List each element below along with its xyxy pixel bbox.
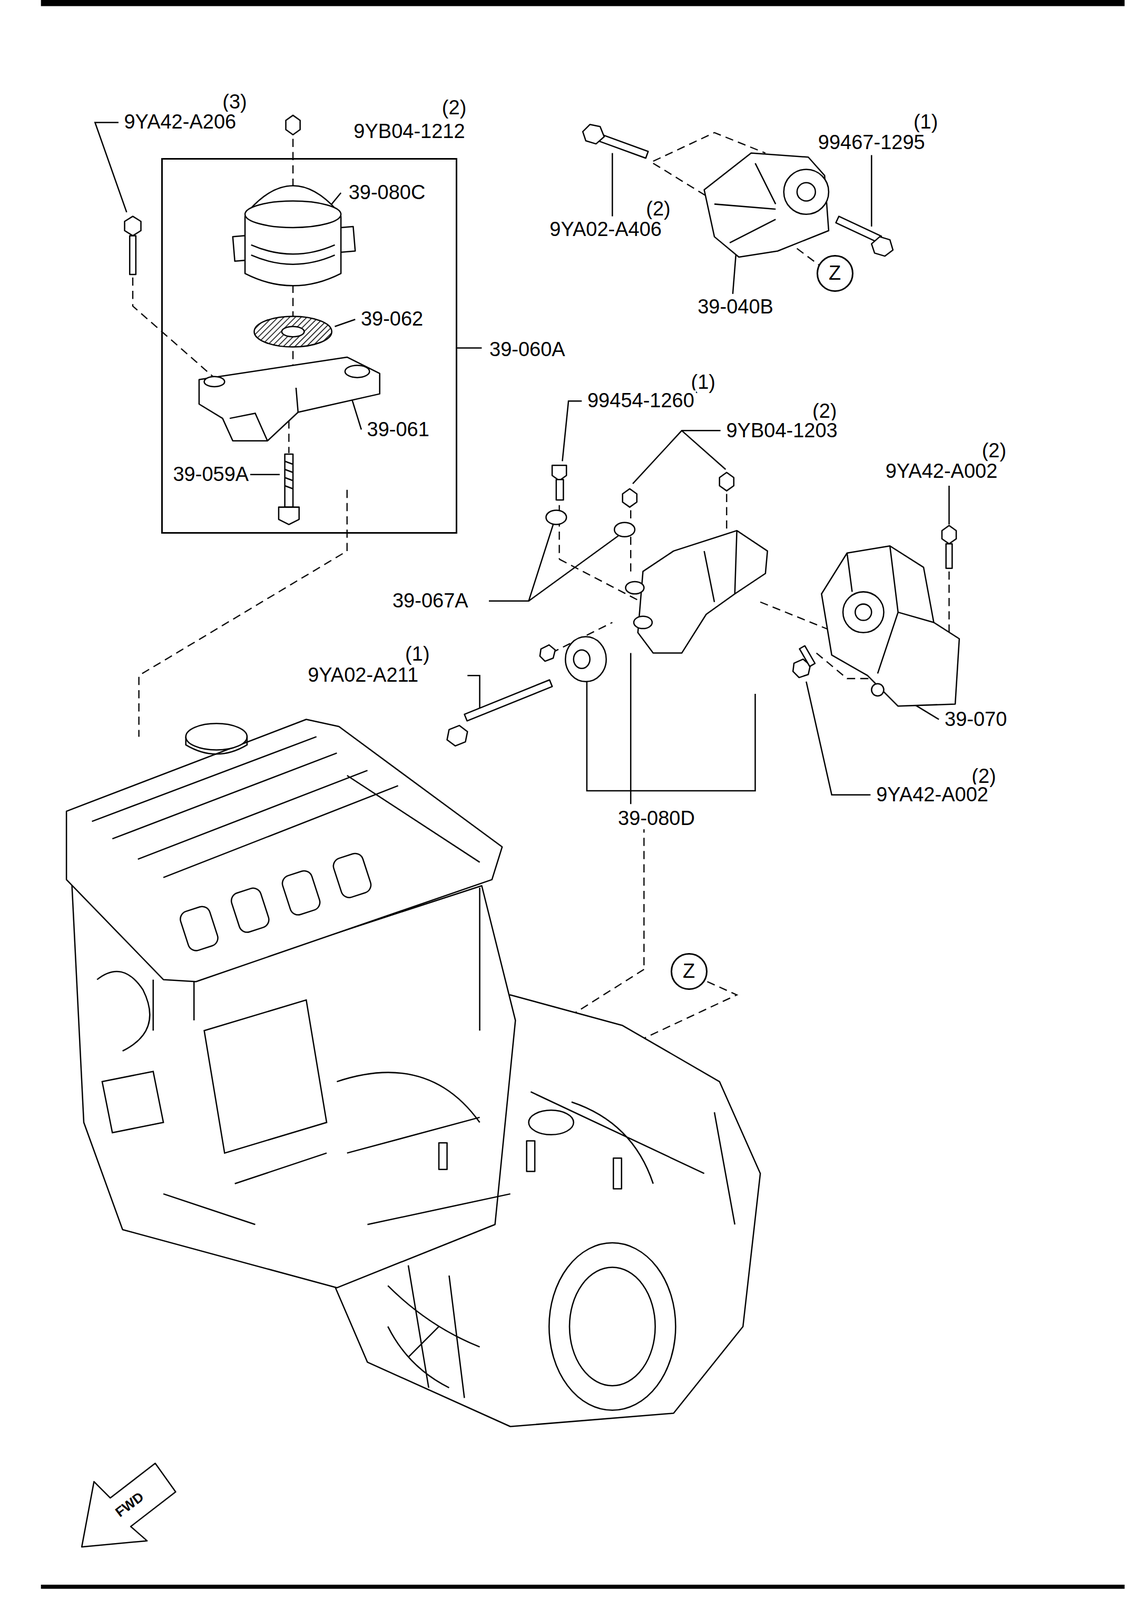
- part-number: 39-067A: [390, 590, 470, 612]
- page-rule: [41, 0, 1125, 1589]
- part-number: 99454-1260: [585, 390, 696, 412]
- part-number: 9YB04-1212: [351, 121, 467, 143]
- part-number: 39-040B: [695, 296, 775, 318]
- quantity-number: (2): [644, 198, 672, 220]
- quantity-number: (3): [220, 91, 249, 113]
- assembly-number: 39-060A: [487, 339, 567, 361]
- reference-circle: Z: [816, 254, 854, 292]
- quantity-number: (1): [403, 643, 431, 665]
- reference-letter: Z: [681, 960, 697, 983]
- quantity-number: (1): [911, 112, 940, 134]
- reference-circle: Z: [670, 953, 708, 990]
- part-number: 9YA02-A406: [547, 219, 664, 241]
- mount-assembly: [124, 115, 380, 525]
- transaxle-mount: [792, 525, 960, 706]
- quantity-number: (2): [440, 97, 468, 119]
- part-number: 99467-1295: [816, 132, 927, 154]
- part-number: 9YA42-A002: [884, 460, 1000, 483]
- quantity-number: (2): [810, 400, 839, 422]
- quantity-number: (2): [980, 440, 1008, 462]
- part-number: 39-061: [365, 419, 431, 441]
- direction-label: FWD: [111, 1488, 149, 1521]
- part-number: 39-080C: [347, 182, 428, 204]
- reference-letter: Z: [827, 262, 843, 284]
- leader-line: [94, 122, 949, 804]
- front-mount-bracket: [447, 465, 768, 746]
- part-number: 9YA42-A002: [874, 784, 990, 806]
- part-number: 39-062: [359, 308, 425, 330]
- part-number: 9YA02-A211: [306, 665, 420, 687]
- forward-arrow: [81, 1462, 176, 1547]
- part-number: 39-070: [943, 709, 1009, 731]
- part-number: 9YA42-A206: [122, 112, 238, 134]
- part-number: 39-059A: [171, 464, 251, 486]
- part-number: 39-080D: [616, 808, 697, 830]
- part-number: 9YB04-1203: [724, 420, 839, 442]
- engine-illustration: [66, 719, 761, 1427]
